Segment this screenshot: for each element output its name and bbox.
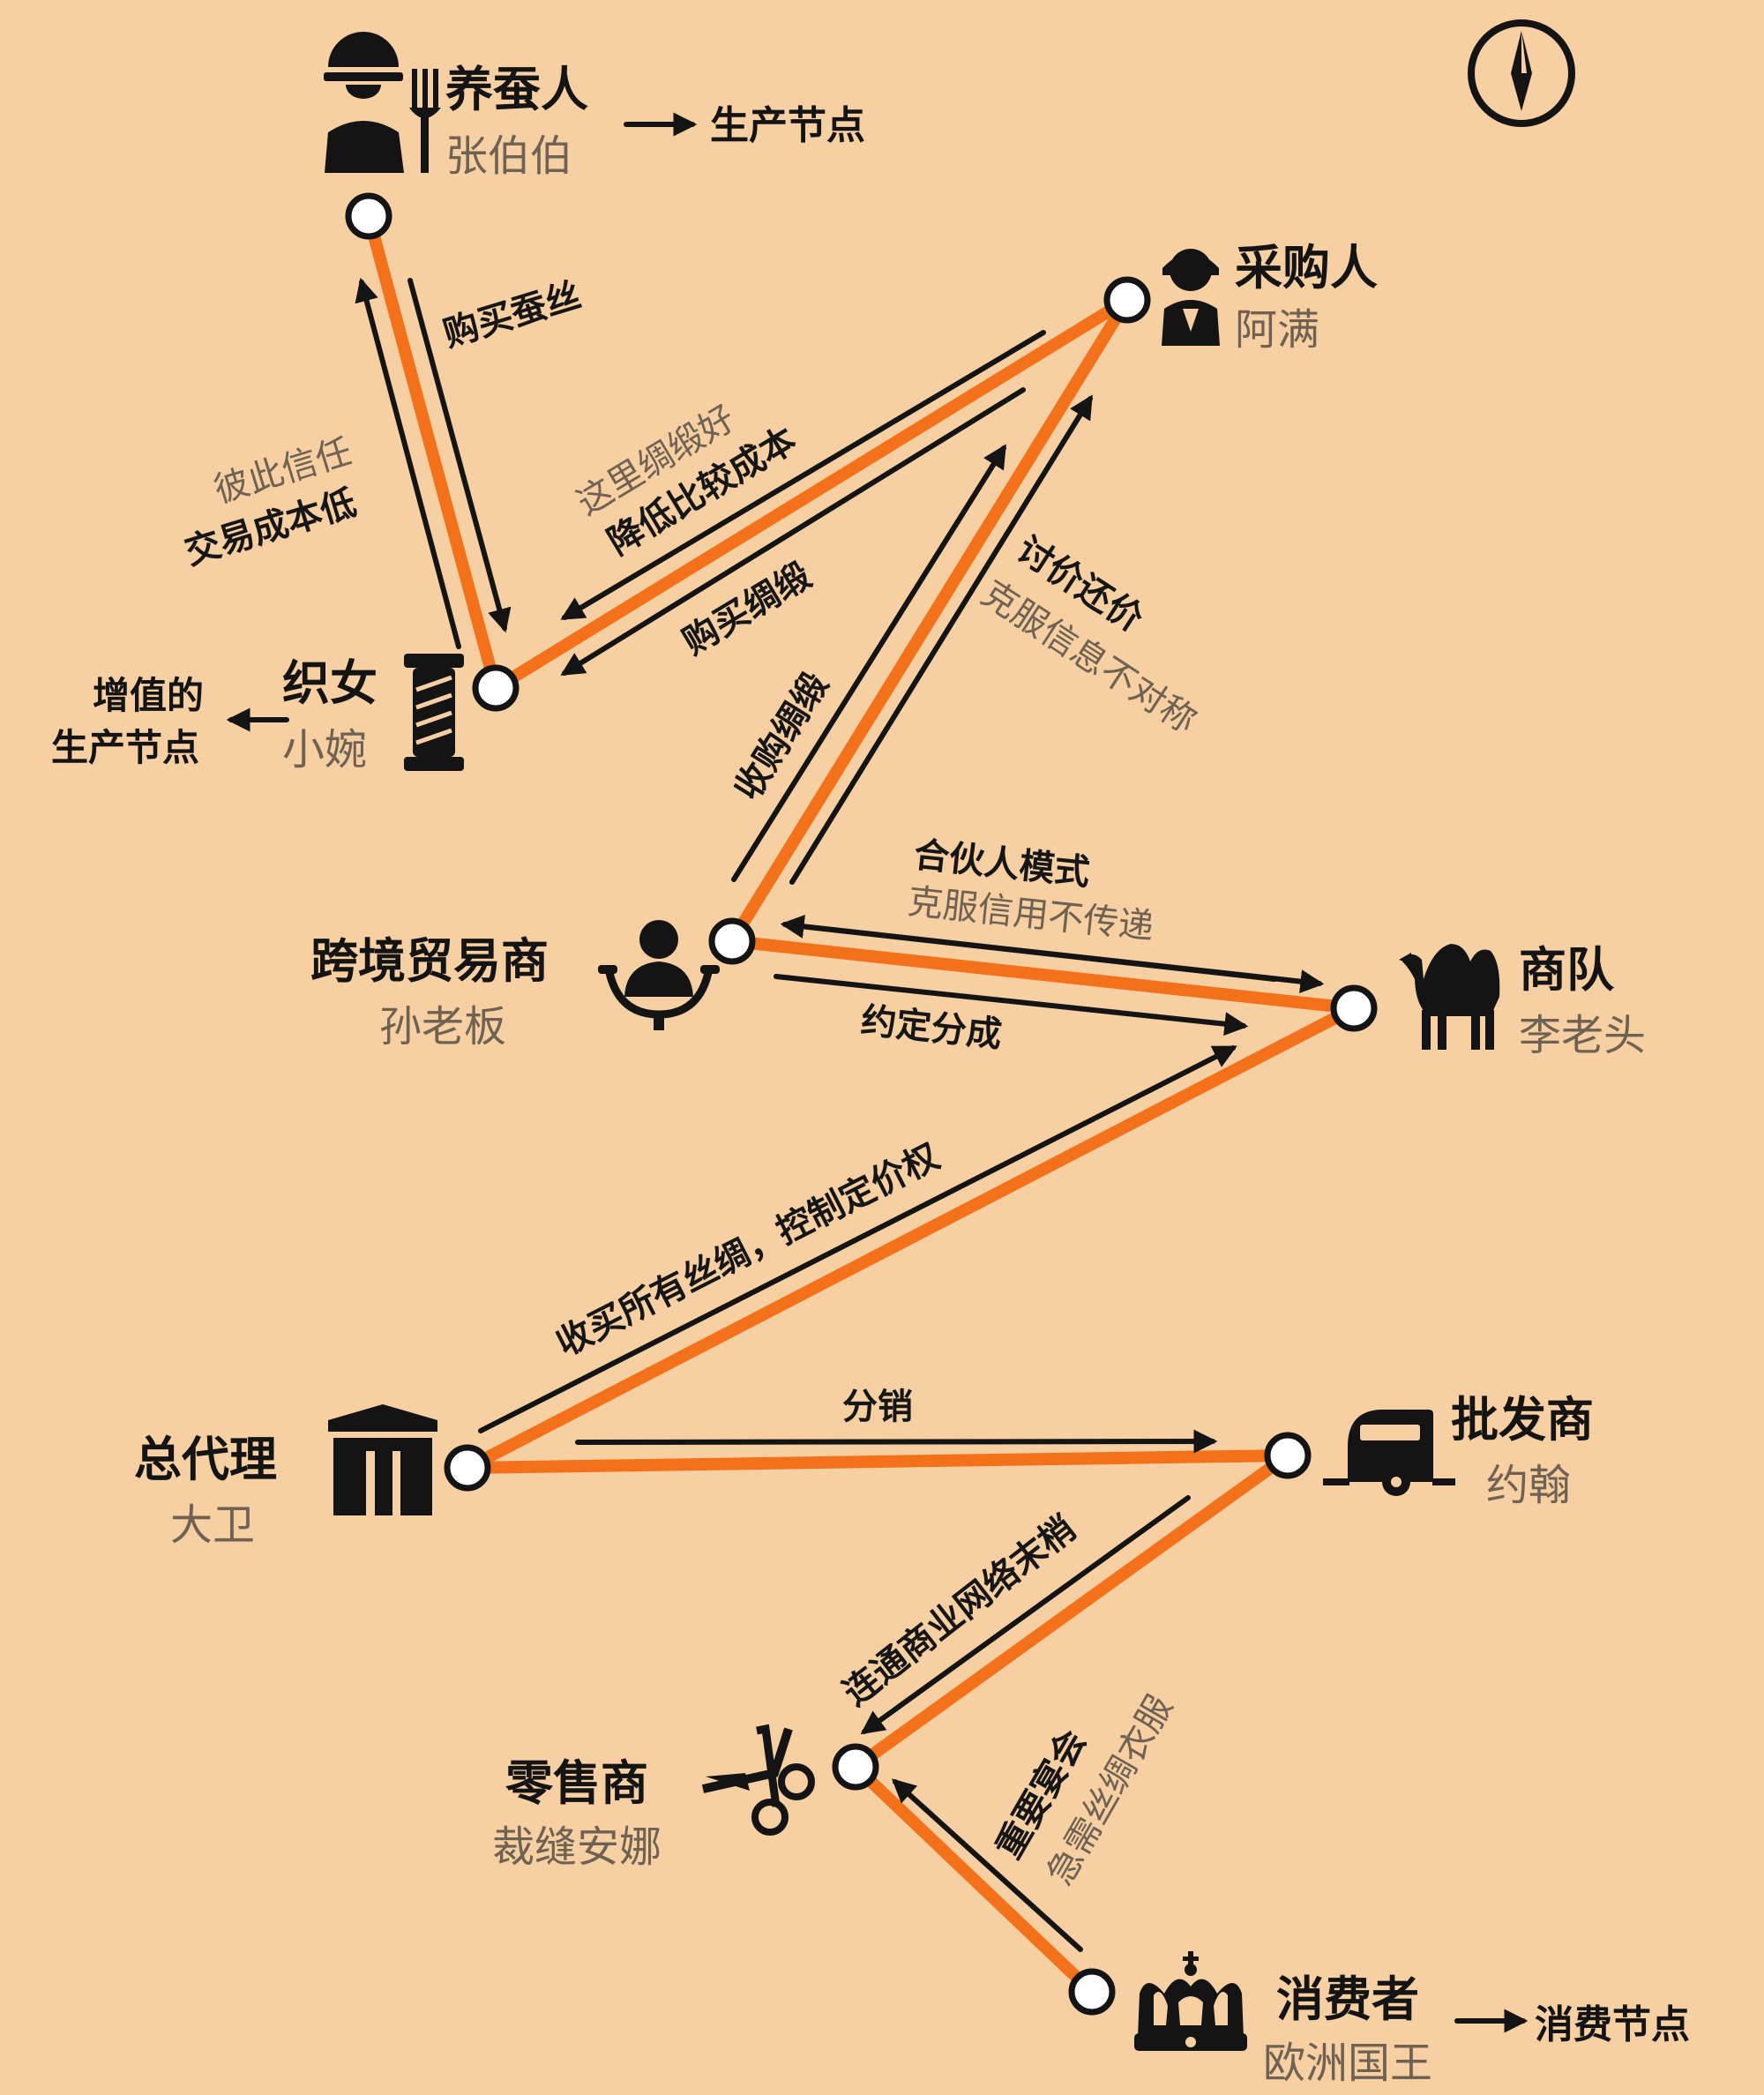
farmer-icon	[324, 32, 441, 173]
scissors-icon	[701, 1724, 815, 1836]
node-label-trader: 跨境贸易商 孙老板	[310, 933, 549, 1051]
node-person: 李老头	[1519, 1011, 1646, 1060]
role-note-line2: 生产节点	[51, 726, 199, 769]
edge-label-profit-share: 约定分成	[859, 1000, 1004, 1055]
node-person: 张伯伯	[445, 131, 572, 181]
node-title: 采购人	[1235, 240, 1378, 296]
flow-arrows	[226, 112, 1529, 2033]
node-label-agent: 总代理 大卫	[134, 1432, 277, 1550]
arrow-agent-to-caravan	[478, 1045, 1237, 1433]
arrow-buyer-to-weaver-2	[560, 387, 1026, 676]
node-weaver	[472, 664, 519, 712]
edge-label-partner-2: 克服信用不传递	[906, 881, 1155, 947]
node-consumer	[1068, 1968, 1116, 2016]
edge-label-distribution: 分销	[842, 1387, 913, 1427]
node-person: 阿满	[1235, 305, 1319, 355]
role-note-line1: 增值的	[93, 674, 204, 717]
node-person: 欧洲国王	[1263, 2039, 1432, 2088]
node-title: 商队	[1519, 942, 1615, 998]
node-label-silkworm: 养蚕人 张伯伯 生产节点	[445, 62, 865, 181]
network-nodes	[345, 192, 1378, 2016]
node-label-retailer: 零售商 裁缝安娜	[492, 1755, 662, 1872]
route-silkworm-weaver	[363, 210, 502, 694]
arrow-agent-to-wholesale	[575, 1429, 1218, 1454]
arrow-consumer-to-retailer	[891, 1778, 1083, 1952]
node-retailer	[832, 1743, 879, 1791]
yarn-spool-icon	[404, 654, 464, 771]
node-person: 大卫	[170, 1500, 255, 1550]
node-agent	[444, 1444, 491, 1492]
node-silkworm	[345, 192, 392, 240]
node-caravan	[1330, 984, 1378, 1032]
trade-route	[363, 210, 1360, 1998]
node-label-wholesale: 批发商 约翰	[1451, 1392, 1594, 1510]
captain-wheel-icon	[598, 920, 720, 1030]
edge-label-network-end: 连通商业网络末梢	[836, 1508, 1083, 1714]
node-wholesale	[1264, 1432, 1312, 1479]
node-person: 孙老板	[379, 1002, 506, 1051]
arrow-trader-to-buyer-1	[731, 444, 1006, 882]
node-label-caravan: 商队 李老头	[1519, 942, 1646, 1060]
node-person: 约翰	[1486, 1461, 1571, 1510]
node-title: 零售商	[505, 1755, 648, 1811]
node-title: 总代理	[134, 1432, 277, 1487]
node-buyer	[1103, 276, 1151, 324]
node-person: 小婉	[282, 725, 367, 774]
warehouse-icon	[328, 1404, 437, 1515]
route-wholesale-retailer	[849, 1449, 1294, 1773]
node-label-buyer: 采购人 阿满	[1235, 240, 1378, 355]
node-title: 跨境贸易商	[310, 933, 549, 989]
node-title: 养蚕人	[445, 62, 588, 117]
arrow-wholesale-to-retailer	[860, 1495, 1191, 1735]
node-person: 裁缝安娜	[492, 1822, 662, 1872]
route-agent-wholesale	[461, 1449, 1294, 1474]
arrow-trader-to-buyer-2	[789, 394, 1093, 885]
compass-icon	[1468, 19, 1575, 127]
route-weaver-buyer	[490, 294, 1133, 694]
arrow-weaver-to-silkworm	[355, 277, 461, 649]
route-caravan-agent	[461, 1002, 1360, 1474]
arrow-silkworm-to-weaver	[407, 278, 512, 633]
role-note: 消费节点	[1535, 2002, 1690, 2047]
edge-label-buy-silk: 购买蚕丝	[438, 275, 585, 355]
node-label-weaver: 织女 小婉 增值的 生产节点	[51, 655, 377, 774]
arrow-buyer-to-weaver-1	[560, 330, 1046, 620]
role-note: 生产节点	[710, 103, 865, 148]
camel-icon	[1399, 944, 1500, 1050]
node-title: 织女	[282, 655, 377, 711]
edge-labels: 购买蚕丝 彼此信任 交易成本低 这里绸缎好 降低比较成本 购买绸缎 讨价还价 克…	[180, 275, 1203, 1892]
node-trader	[708, 917, 756, 965]
node-label-consumer: 消费者 欧洲国王 消费节点	[1263, 1972, 1690, 2088]
crown-icon	[1134, 1951, 1247, 2051]
node-title: 批发商	[1451, 1392, 1594, 1448]
route-trader-caravan	[726, 935, 1360, 1014]
arrow-trader-to-caravan-2	[774, 974, 1249, 1036]
route-retailer-consumer	[849, 1761, 1098, 1998]
node-title: 消费者	[1276, 1972, 1419, 2027]
route-buyer-trader	[726, 294, 1133, 947]
trailer-icon	[1323, 1410, 1455, 1496]
buyer-icon	[1162, 249, 1220, 346]
arrow-caravan-to-trader	[780, 914, 1277, 982]
